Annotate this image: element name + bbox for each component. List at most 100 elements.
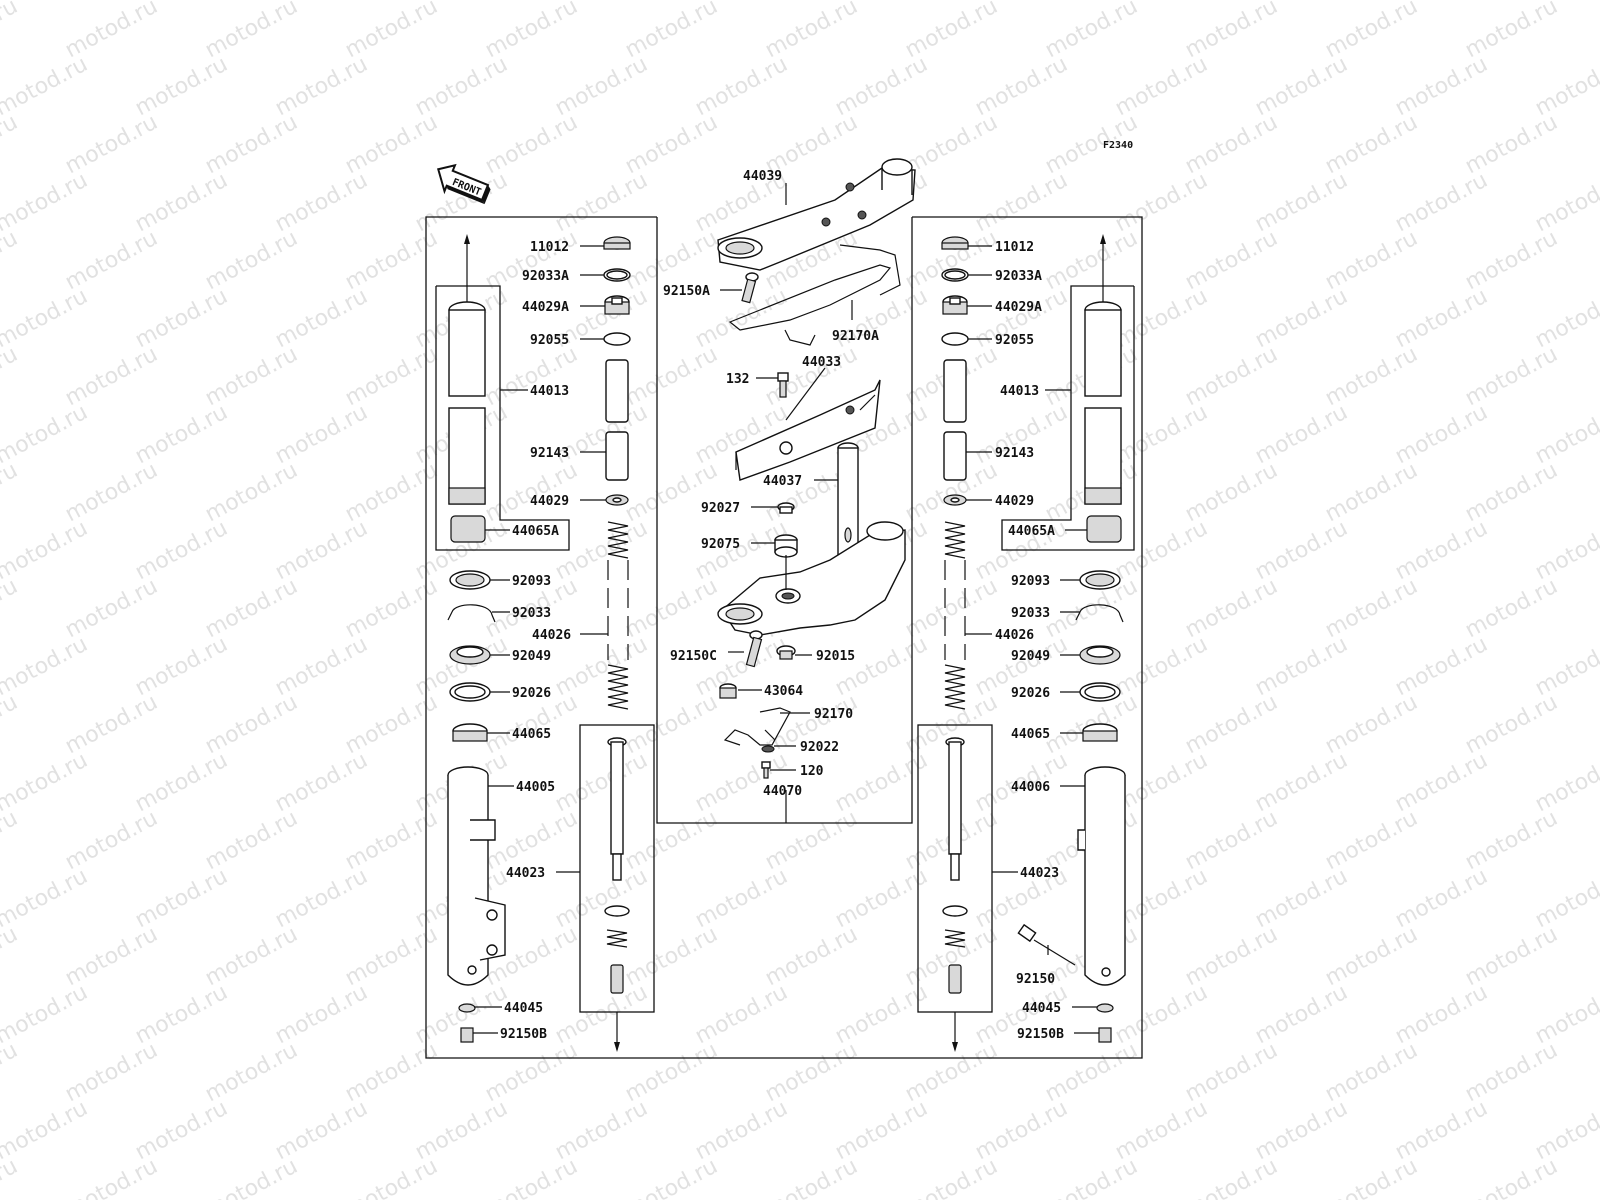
- cover-44033: [735, 379, 881, 481]
- bolt-132: [777, 372, 789, 398]
- watermark-text: motod.ru: [1531, 748, 1600, 817]
- bolt-92150C: [745, 630, 763, 668]
- right-label-44029A: 44029A: [995, 300, 1042, 315]
- watermark-text: motod.ru: [0, 168, 92, 237]
- right-label-44023: 44023: [1020, 866, 1059, 881]
- watermark-text: motod.ru: [0, 1154, 22, 1200]
- left-label-44013: 44013: [530, 384, 569, 399]
- watermark-text: motod.ru: [0, 806, 22, 875]
- watermark-text: motod.ru: [0, 690, 22, 759]
- watermark-text: motod.ru: [1531, 52, 1600, 121]
- left-label-44023: 44023: [506, 866, 545, 881]
- nut-92015: [776, 645, 796, 660]
- left-label-92026: 92026: [512, 686, 551, 701]
- upper-bracket: [717, 158, 916, 271]
- watermark-text: motod.ru: [0, 458, 22, 527]
- left-label-92055: 92055: [530, 333, 569, 348]
- label-92015: 92015: [816, 649, 855, 664]
- watermark-text: motod.ru: [0, 632, 92, 701]
- left-label-92033A: 92033A: [522, 269, 569, 284]
- right-spring: [944, 521, 966, 710]
- right-label-92150B: 92150B: [1017, 1027, 1064, 1042]
- watermark-text: motod.ru: [1531, 168, 1600, 237]
- wire-bracket-92170A: [728, 244, 901, 346]
- assembly-frame: [425, 216, 1143, 1059]
- spacer-92075: [774, 534, 798, 558]
- watermark-text: motod.ru: [621, 1154, 722, 1200]
- watermark-text: motod.ru: [0, 864, 92, 933]
- right-label-92150: 92150: [1016, 972, 1055, 987]
- bolt-92150A: [741, 272, 759, 304]
- lower-bracket: [717, 521, 906, 636]
- watermark-text: motod.ru: [0, 342, 22, 411]
- label-44033: 44033: [802, 355, 841, 370]
- watermark-text: motod.ru: [901, 1154, 1002, 1200]
- left-fork-parts: [447, 236, 631, 1043]
- watermark-text: motod.ru: [0, 922, 22, 991]
- right-label-92143: 92143: [995, 446, 1034, 461]
- label-44070: 44070: [763, 784, 802, 799]
- right-label-92026: 92026: [1011, 686, 1050, 701]
- left-label-44005: 44005: [516, 780, 555, 795]
- label-132: 132: [726, 372, 749, 387]
- left-label-44065: 44065: [512, 727, 551, 742]
- watermark-text: motod.ru: [0, 748, 92, 817]
- left-label-44045: 44045: [504, 1001, 543, 1016]
- grommet-43064: [719, 683, 737, 699]
- watermark-text: motod.ru: [1531, 284, 1600, 353]
- part-labels: 44039 92150A 92170A 132 44033 44037 9202…: [500, 169, 1064, 1042]
- left-label-44029A: 44029A: [522, 300, 569, 315]
- left-label-11012: 11012: [530, 240, 569, 255]
- label-92075: 92075: [701, 537, 740, 552]
- right-label-11012: 11012: [995, 240, 1034, 255]
- label-92027: 92027: [701, 501, 740, 516]
- right-label-92033: 92033: [1011, 606, 1050, 621]
- right-label-44065: 44065: [1011, 727, 1050, 742]
- watermark-text: motod.ru: [0, 516, 92, 585]
- right-label-44029: 44029: [995, 494, 1034, 509]
- watermark-text: motod.ru: [481, 1154, 582, 1200]
- right-label-92033A: 92033A: [995, 269, 1042, 284]
- watermark-text: motod.ru: [0, 110, 22, 179]
- right-label-44045: 44045: [1022, 1001, 1061, 1016]
- left-label-92150B: 92150B: [500, 1027, 547, 1042]
- watermark-text: motod.ru: [0, 226, 22, 295]
- label-92170: 92170: [814, 707, 853, 722]
- watermark-text: motod.ru: [761, 1154, 862, 1200]
- watermark-text: motod.ru: [1531, 632, 1600, 701]
- clamp-92170: [723, 707, 791, 746]
- left-label-44029: 44029: [530, 494, 569, 509]
- leader-lines: [473, 183, 1099, 1034]
- watermark-text: motod.ru: [0, 52, 92, 121]
- front-arrow-icon: FRONT: [437, 163, 491, 205]
- left-label-92093: 92093: [512, 574, 551, 589]
- right-label-92093: 92093: [1011, 574, 1050, 589]
- left-spring: [607, 521, 629, 710]
- left-label-44026: 44026: [532, 628, 571, 643]
- watermark-text: motod.ru: [0, 0, 22, 63]
- watermark-text: motod.ru: [1181, 1154, 1282, 1200]
- right-label-92049: 92049: [1011, 649, 1050, 664]
- label-92170A: 92170A: [832, 329, 879, 344]
- label-92150C: 92150C: [670, 649, 717, 664]
- label-92022: 92022: [800, 740, 839, 755]
- left-label-44065A: 44065A: [512, 524, 559, 539]
- left-label-92033: 92033: [512, 606, 551, 621]
- watermark-text: motod.ru: [1531, 400, 1600, 469]
- diagram-code: F2340: [1103, 140, 1133, 151]
- watermark-text: motod.ru: [1321, 1154, 1422, 1200]
- watermark-text: motod.ru: [0, 284, 92, 353]
- watermark-text: motod.ru: [1531, 980, 1600, 1049]
- right-label-44013: 44013: [1000, 384, 1039, 399]
- label-44037: 44037: [763, 474, 802, 489]
- right-label-92055: 92055: [995, 333, 1034, 348]
- watermark-text: motod.ru: [0, 1038, 22, 1107]
- watermark-text: motod.ru: [341, 1154, 442, 1200]
- left-label-92049: 92049: [512, 649, 551, 664]
- watermark-text: motod.ru: [1531, 864, 1600, 933]
- watermark-text: motod.ru: [201, 1154, 302, 1200]
- right-label-44026: 44026: [995, 628, 1034, 643]
- watermark-text: motod.ru: [1531, 1096, 1600, 1165]
- label-92150A: 92150A: [663, 284, 710, 299]
